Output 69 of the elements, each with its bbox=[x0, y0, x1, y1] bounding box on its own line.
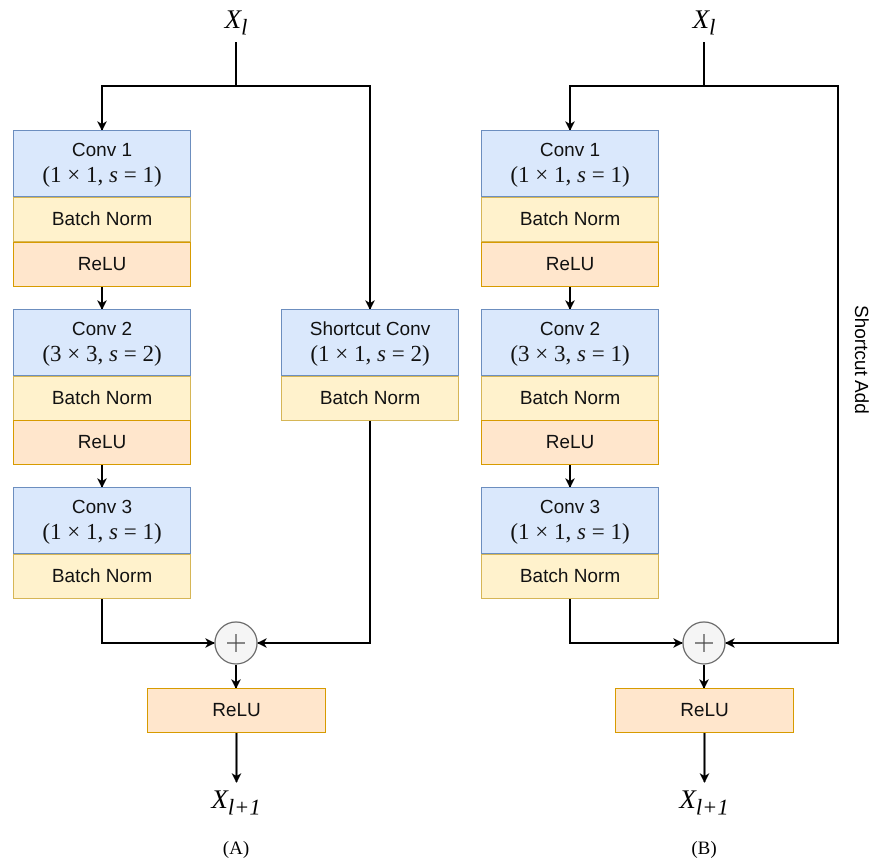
batch-norm-box bbox=[481, 197, 659, 242]
layer-name: Batch Norm bbox=[520, 565, 620, 588]
conv-layer-box bbox=[13, 130, 191, 197]
relu-box bbox=[481, 420, 659, 465]
kernel-stride-formula: (3 × 3, s = 1) bbox=[510, 341, 630, 367]
layer-name: Shortcut Conv bbox=[310, 318, 430, 341]
conv-layer-box bbox=[13, 309, 191, 376]
arrow bbox=[97, 465, 107, 488]
arrow bbox=[97, 287, 107, 310]
layer-name: Batch Norm bbox=[52, 208, 152, 231]
arrow bbox=[232, 733, 242, 783]
sum-circle bbox=[682, 621, 726, 665]
arrow bbox=[235, 42, 375, 310]
batch-norm-box bbox=[13, 376, 191, 421]
kernel-stride-formula: (1 × 1, s = 1) bbox=[42, 162, 162, 188]
arrow bbox=[699, 665, 709, 689]
arrow bbox=[101, 599, 215, 648]
layer-name: Conv 1 bbox=[72, 139, 132, 162]
kernel-stride-formula: (1 × 1, s = 2) bbox=[310, 341, 430, 367]
layer-name: Batch Norm bbox=[52, 387, 152, 410]
conv-layer-box bbox=[281, 309, 459, 376]
layer-name: ReLU bbox=[78, 431, 126, 454]
arrow bbox=[703, 42, 839, 648]
layer-name: Conv 2 bbox=[72, 318, 132, 341]
kernel-stride-formula: (1 × 1, s = 1) bbox=[510, 162, 630, 188]
arrow bbox=[569, 599, 683, 648]
layer-name: ReLU bbox=[212, 699, 261, 722]
layer-name: Batch Norm bbox=[320, 387, 420, 410]
kernel-stride-formula: (1 × 1, s = 1) bbox=[42, 519, 162, 545]
batch-norm-box bbox=[13, 554, 191, 599]
relu-box bbox=[13, 242, 191, 287]
tensor-symbol: X$_{l+1}$ bbox=[211, 784, 261, 820]
conv-layer-box bbox=[13, 487, 191, 554]
arrow bbox=[565, 465, 575, 488]
tensor-symbol: X$_{l}$ bbox=[224, 4, 248, 40]
tensor-symbol: X$_{l+1}$ bbox=[679, 784, 729, 820]
arrow bbox=[257, 421, 371, 648]
layer-name: Batch Norm bbox=[52, 565, 152, 588]
relu-box bbox=[13, 420, 191, 465]
relu-box bbox=[147, 688, 326, 733]
panel-label: (B) bbox=[691, 838, 717, 860]
relu-box bbox=[615, 688, 794, 733]
layer-name: Conv 1 bbox=[540, 139, 600, 162]
layer-name: Batch Norm bbox=[520, 387, 620, 410]
kernel-stride-formula: (1 × 1, s = 1) bbox=[510, 519, 630, 545]
layer-name: ReLU bbox=[546, 431, 594, 454]
conv-layer-box bbox=[481, 130, 659, 197]
layer-name: Conv 3 bbox=[540, 496, 600, 519]
arrow bbox=[565, 287, 575, 310]
batch-norm-box bbox=[281, 376, 459, 421]
tensor-symbol: X$_{l}$ bbox=[692, 4, 716, 40]
layer-name: ReLU bbox=[78, 253, 126, 276]
sum-circle bbox=[214, 621, 258, 665]
batch-norm-box bbox=[481, 554, 659, 599]
arrow bbox=[700, 733, 710, 783]
kernel-stride-formula: (3 × 3, s = 2) bbox=[42, 341, 162, 367]
conv-layer-box bbox=[481, 309, 659, 376]
batch-norm-box bbox=[13, 197, 191, 242]
layer-name: Conv 2 bbox=[540, 318, 600, 341]
edge-label: Shortcut Add bbox=[849, 304, 871, 414]
conv-layer-box bbox=[481, 487, 659, 554]
batch-norm-box bbox=[481, 376, 659, 421]
arrow bbox=[231, 665, 241, 689]
panel-label: (A) bbox=[222, 838, 250, 860]
layer-name: Conv 3 bbox=[72, 496, 132, 519]
layer-name: Batch Norm bbox=[520, 208, 620, 231]
layer-name: ReLU bbox=[680, 699, 729, 722]
relu-box bbox=[481, 242, 659, 287]
layer-name: ReLU bbox=[546, 253, 594, 276]
